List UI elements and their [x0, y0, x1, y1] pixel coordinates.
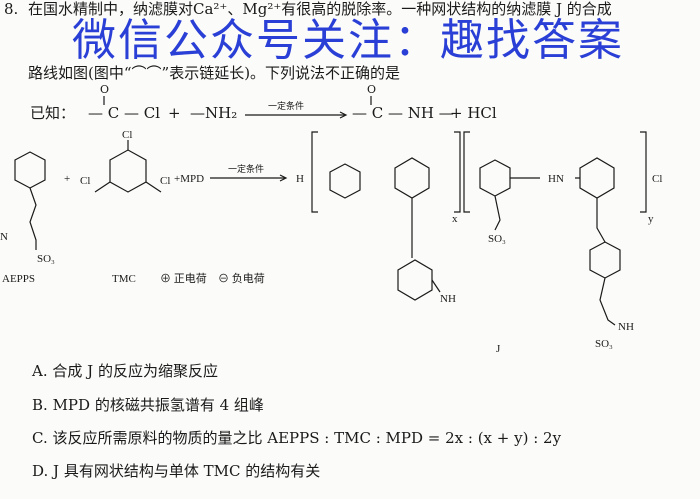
so3-label: SO₃: [595, 338, 613, 350]
option-letter: C.: [32, 429, 48, 447]
nh-label: NH: [618, 321, 634, 333]
reaction-scheme: N SO₃ AEPPS Cl Cl Cl + +MPD 一定条件 TMC ⊕ 正…: [0, 96, 662, 355]
watermark: 微信公众号关注：趣找答案: [72, 15, 624, 66]
benzene-ring: [394, 157, 430, 199]
tmc-label: TMC: [112, 273, 136, 285]
x-subscript: x: [452, 213, 458, 225]
so3-label: SO₃: [37, 253, 55, 265]
option-a: A. 合成 J 的反应为缩聚反应: [32, 363, 218, 380]
known-condition: 一定条件: [268, 102, 305, 112]
known-product: — C — NH —: [352, 104, 454, 122]
oxygen-2: O: [367, 83, 377, 96]
option-text: MPD 的核磁共振氢谱有 4 组峰: [52, 396, 264, 414]
option-text: 合成 J 的反应为缩聚反应: [52, 362, 218, 380]
hn-label: HN: [548, 173, 564, 185]
option-letter: A.: [32, 362, 48, 380]
cl-label: Cl: [122, 129, 132, 141]
option-letter: D.: [32, 462, 49, 480]
arrow-head: [339, 111, 348, 119]
alkyl-chain: [29, 187, 37, 250]
h-label: H: [296, 173, 304, 185]
arrow-head: [279, 174, 288, 182]
so3-label: SO₃: [488, 233, 506, 245]
bonds: [411, 177, 606, 258]
known-label: 已知：: [30, 104, 76, 122]
option-c: C. 该反应所需原料的物质的量之比 AEPPS : TMC : MPD = 2x…: [32, 430, 561, 447]
benzene-ring: [579, 157, 615, 199]
option-text: 该反应所需原料的物质的量之比 AEPPS : TMC : MPD = 2x : …: [52, 429, 562, 447]
cl-label: Cl: [160, 175, 170, 187]
acyl-bonds: [94, 140, 162, 193]
cl-label: Cl: [652, 173, 662, 185]
option-text: J 具有网状结构与单体 TMC 的结构有关: [53, 462, 321, 480]
question-line-1: 在国水精制中，纳滤膜对Ca²⁺、Mg²⁺有很高的脱除率。一种网状结构的纳滤膜 J…: [28, 0, 612, 18]
option-d: D. J 具有网状结构与单体 TMC 的结构有关: [32, 463, 320, 480]
mpd-label: +MPD: [174, 173, 204, 185]
n-label: N: [0, 231, 8, 243]
benzene-ring: [329, 163, 361, 199]
repeat-brackets: [311, 131, 647, 213]
aepps-label: AEPPS: [2, 273, 35, 285]
nh-label: NH: [440, 293, 456, 305]
known-plus: +: [168, 104, 181, 122]
known-reactant-1: — C — Cl: [88, 104, 161, 122]
known-reactant-2: —NH₂: [190, 104, 238, 122]
piperazine-ring: [14, 151, 46, 189]
known-byproduct: + HCl: [450, 104, 497, 122]
question-line-2: 路线如图(图中“⌒⌒”表示链延长)。下列说法不正确的是: [28, 64, 401, 82]
option-b: B. MPD 的核磁共振氢谱有 4 组峰: [32, 397, 264, 414]
benzene-ring: [397, 259, 433, 301]
bonds: [431, 277, 616, 326]
y-subscript: y: [648, 213, 654, 225]
oxygen-1: O: [100, 83, 110, 96]
cl-label: Cl: [80, 175, 90, 187]
benzene-ring: [109, 149, 147, 193]
product-j-label: J: [496, 343, 501, 355]
plus-label: +: [64, 173, 70, 185]
question-number: 8.: [4, 0, 19, 18]
negative-legend: ⊖ 负电荷: [218, 271, 265, 285]
piperazine-ring: [479, 159, 511, 197]
option-letter: B.: [32, 396, 48, 414]
condition-label: 一定条件: [228, 163, 264, 174]
positive-legend: ⊕ 正电荷: [160, 272, 207, 285]
piperazine-ring: [589, 241, 621, 279]
